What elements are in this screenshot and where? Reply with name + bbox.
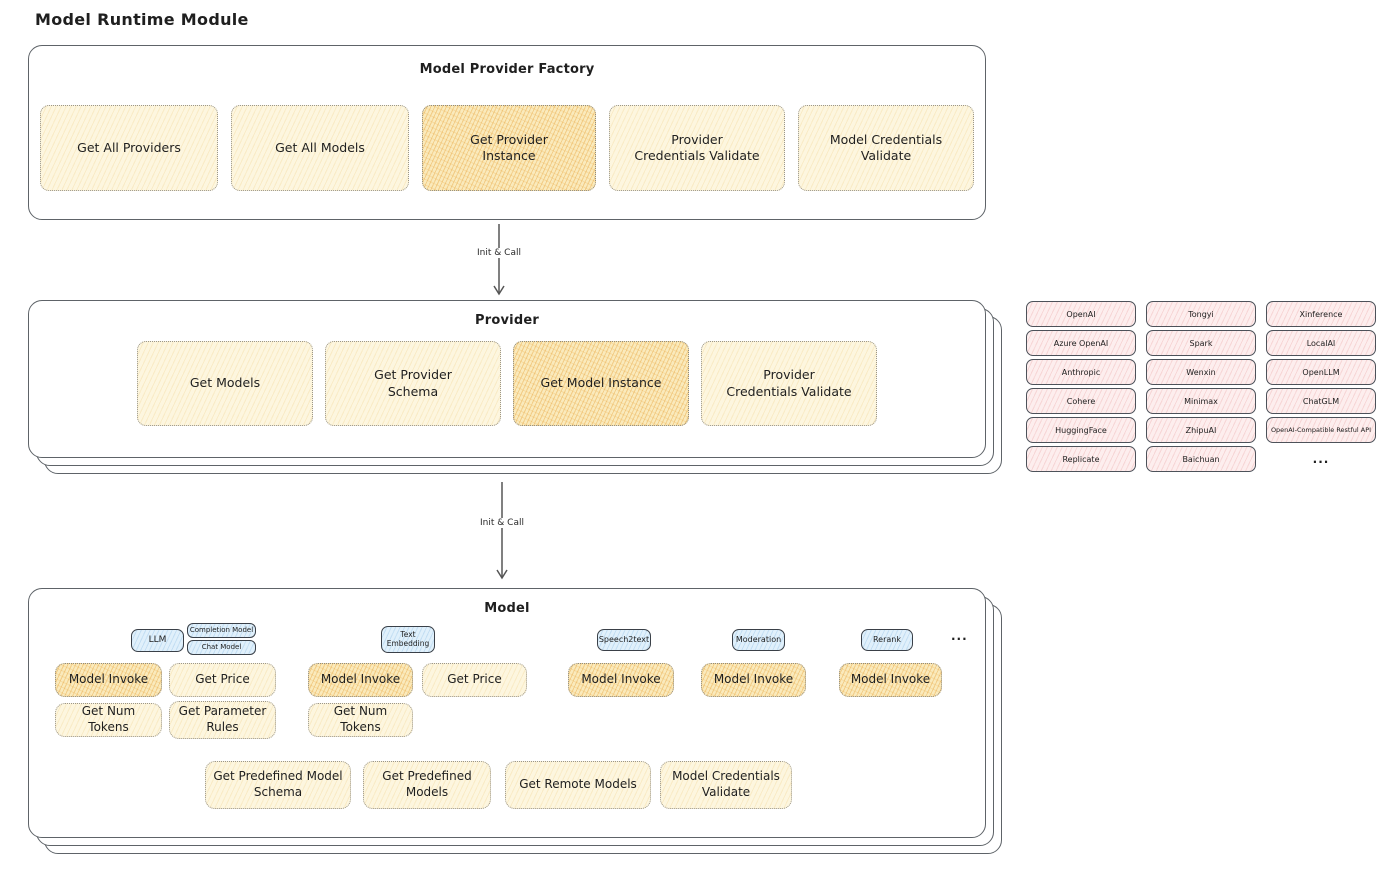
node-get-predefined-model-schema: Get Predefined Model Schema [205,761,351,809]
tab-text-embedding: Text Embedding [381,626,435,653]
provider-chip-replicate: Replicate [1026,446,1136,472]
provider-chip-zhipuai: ZhipuAI [1146,417,1256,443]
model-panel-title: Model [484,601,530,616]
provider-chip-minimax: Minimax [1146,388,1256,414]
node-provider-credentials-validate-2: Provider Credentials Validate [701,341,877,426]
model-panel: Model LLM Completion Model Chat Model Te… [28,588,1002,854]
provider-panel-title: Provider [475,313,539,328]
node-llm-get-price: Get Price [169,663,276,697]
provider-chip-chatglm: ChatGLM [1266,388,1376,414]
init-call-arrow-1: Init & Call [473,224,525,296]
provider-chip-tongyi: Tongyi [1146,301,1256,327]
tab-chat-model: Chat Model [187,640,256,655]
init-call-arrow-2: Init & Call [476,482,528,580]
node-moderation-model-invoke: Model Invoke [701,663,806,697]
provider-button-row: Get Models Get Provider Schema Get Model… [29,341,985,426]
provider-chip-cohere: Cohere [1026,388,1136,414]
node-get-provider-schema: Get Provider Schema [325,341,501,426]
provider-chip-openai: OpenAI [1026,301,1136,327]
node-get-models: Get Models [137,341,313,426]
arrow-down-icon [496,482,508,580]
tab-moderation: Moderation [732,629,785,651]
node-llm-model-invoke: Model Invoke [55,663,162,697]
node-model-credentials-validate: Model Credentials Validate [798,105,974,191]
node-llm-get-parameter-rules: Get Parameter Rules [169,701,276,739]
node-get-model-instance: Get Model Instance [513,341,689,426]
provider-chip-localai: LocalAI [1266,330,1376,356]
provider-chip-more: ... [1312,452,1330,466]
tab-speech2text: Speech2text [597,629,651,651]
node-get-all-providers: Get All Providers [40,105,218,191]
init-call-label-1: Init & Call [473,248,525,258]
factory-button-row: Get All Providers Get All Models Get Pro… [29,105,985,191]
provider-chip-openllm: OpenLLM [1266,359,1376,385]
tab-rerank: Rerank [861,629,913,651]
tab-llm: LLM [131,629,184,652]
provider-chip-azure-openai: Azure OpenAI [1026,330,1136,356]
node-get-predefined-models: Get Predefined Models [363,761,491,809]
model-panel-front: Model LLM Completion Model Chat Model Te… [28,588,986,838]
node-get-all-models: Get All Models [231,105,409,191]
provider-panel-front: Provider Get Models Get Provider Schema … [28,300,986,458]
node-s2t-model-invoke: Model Invoke [568,663,674,697]
provider-panel: Provider Get Models Get Provider Schema … [28,300,1002,474]
node-te-model-invoke: Model Invoke [308,663,413,697]
provider-chip-openai-compatible: OpenAI-Compatible Restful API [1266,417,1376,443]
arrow-down-icon [493,224,505,296]
node-provider-credentials-validate: Provider Credentials Validate [609,105,785,191]
node-te-get-price: Get Price [422,663,527,697]
node-get-provider-instance: Get Provider Instance [422,105,596,191]
node-te-get-num-tokens: Get Num Tokens [308,703,413,737]
provider-chip-xinference: Xinference [1266,301,1376,327]
provider-chip-anthropic: Anthropic [1026,359,1136,385]
provider-chip-baichuan: Baichuan [1146,446,1256,472]
provider-chip-wenxin: Wenxin [1146,359,1256,385]
provider-chip-spark: Spark [1146,330,1256,356]
factory-panel: Model Provider Factory Get All Providers… [28,45,986,220]
node-model-credentials-validate-2: Model Credentials Validate [660,761,792,809]
init-call-label-2: Init & Call [476,518,528,528]
provider-chip-grid: OpenAI Tongyi Xinference Azure OpenAI Sp… [1026,301,1376,472]
provider-chip-huggingface: HuggingFace [1026,417,1136,443]
tabs-more: ... [951,629,968,643]
node-llm-get-num-tokens: Get Num Tokens [55,703,162,737]
tab-completion-model: Completion Model [187,623,256,638]
node-get-remote-models: Get Remote Models [505,761,651,809]
page-title: Model Runtime Module [35,10,249,29]
node-rerank-model-invoke: Model Invoke [839,663,942,697]
factory-panel-title: Model Provider Factory [419,62,595,77]
